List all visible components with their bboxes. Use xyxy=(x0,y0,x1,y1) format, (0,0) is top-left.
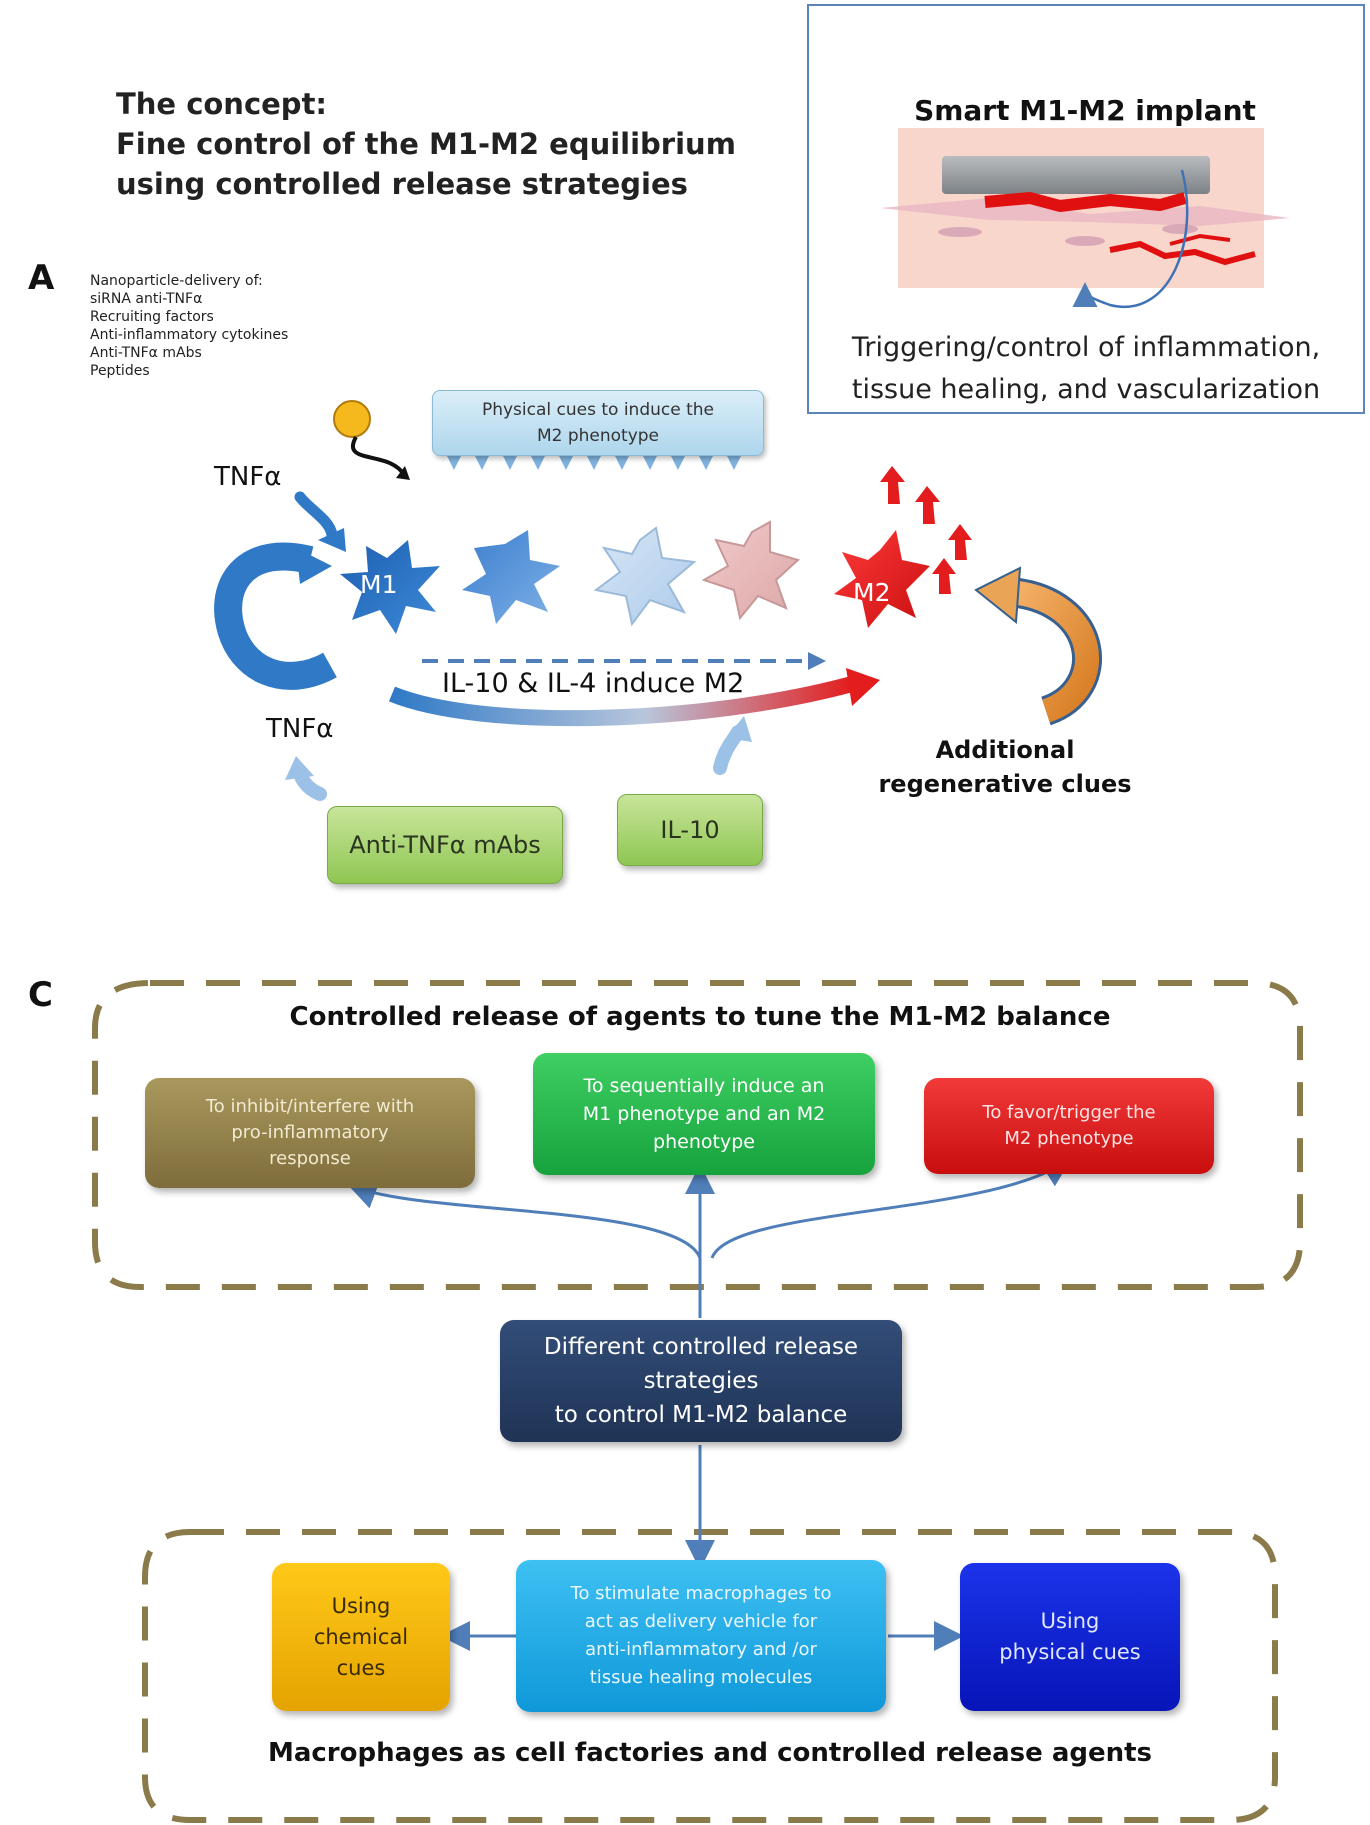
m1-to-m2-gradient-arrow-head xyxy=(846,668,880,706)
inhibit-box: To inhibit/interfere with pro-inflammato… xyxy=(145,1078,475,1188)
regenerative-cues-arrow xyxy=(1008,580,1099,723)
implant-illustration xyxy=(880,128,1290,309)
panel-label-a: A xyxy=(28,258,55,298)
strategies-box: Different controlled release strategies … xyxy=(500,1320,902,1442)
il10-box: IL-10 xyxy=(617,794,763,866)
stimulate-box: To stimulate macrophages to act as deliv… xyxy=(516,1560,886,1712)
favor-line-1: To favor/trigger the xyxy=(982,1102,1156,1123)
regenerative-cues-arrow-head xyxy=(974,566,1022,624)
tissue-cell xyxy=(1065,236,1105,246)
strategies-line-2: strategies xyxy=(643,1368,759,1394)
inhibit-line-2: pro-inflammatory xyxy=(231,1122,389,1143)
m1-label: M1 xyxy=(360,570,398,599)
connector-to-inhibit xyxy=(346,1180,702,1259)
bottom-dashed-group-border xyxy=(142,1529,1278,1823)
bottom-group-title: Macrophages as cell factories and contro… xyxy=(267,1738,1153,1768)
list-item: Anti-inflammatory cytokines xyxy=(90,327,289,343)
list-item: Nanoparticle-delivery of: xyxy=(90,273,263,289)
physical-cues-line-1: Physical cues to induce the xyxy=(481,400,715,420)
inhibit-line-3: response xyxy=(269,1148,351,1169)
chemical-line-1: Using xyxy=(331,1593,391,1618)
list-item: Peptides xyxy=(90,363,150,379)
connector-to-favor xyxy=(710,1157,1073,1259)
stimulate-line-4: tissue healing molecules xyxy=(589,1667,813,1688)
implant-caption-line-1: Triggering/control of inflammation, xyxy=(851,332,1321,363)
tnf-alpha-top-label: TNFα xyxy=(214,462,282,492)
autocrine-loop-arrow xyxy=(214,542,337,690)
il10-arrow-head xyxy=(726,716,752,742)
macrophage-intermediate-1 xyxy=(462,530,560,624)
stimulate-line-3: anti-inflammatory and /or xyxy=(585,1639,817,1660)
nanoparticle-tail xyxy=(351,436,406,477)
list-item: Anti-TNFα mAbs xyxy=(90,345,202,361)
il-induce-label: IL-10 & IL-4 induce M2 xyxy=(442,668,745,699)
implant-caption: Triggering/control of inflammation, tiss… xyxy=(812,327,1360,411)
favor-line-2: M2 phenotype xyxy=(1004,1128,1134,1149)
concept-line-2: Fine control of the M1-M2 equilibrium xyxy=(116,127,736,161)
tissue-cell xyxy=(1162,224,1198,234)
m1-to-m2-dashed-arrow-head xyxy=(808,652,826,670)
m2-secretion-arrows xyxy=(880,466,972,594)
physical-usage-line-2: physical cues xyxy=(999,1640,1141,1664)
m2-macrophage xyxy=(834,530,930,628)
nanoparticle-tail-head xyxy=(396,466,410,480)
physical-cues-line-2: M2 phenotype xyxy=(536,426,660,446)
chemical-cues-box: Using chemical cues xyxy=(272,1563,450,1711)
sequential-line-3: phenotype xyxy=(653,1131,755,1153)
tnf-receptor-arrow-head xyxy=(318,528,346,552)
sequential-line-2: M1 phenotype and an M2 xyxy=(582,1103,826,1125)
sequential-box: To sequentially induce an M1 phenotype a… xyxy=(533,1053,875,1175)
concept-line-3: using controlled release strategies xyxy=(116,167,688,201)
stimulate-line-1: To stimulate macrophages to xyxy=(570,1583,832,1604)
macrophage-intermediate-3 xyxy=(701,520,801,621)
tnf-alpha-bottom-label: TNFα xyxy=(266,714,334,744)
physical-usage-line-1: Using xyxy=(1040,1609,1100,1633)
concept-title: The concept: Fine control of the M1-M2 e… xyxy=(116,84,736,204)
additional-cues-line-1: Additional xyxy=(935,736,1075,764)
additional-cues-label: Additional regenerative clues xyxy=(870,733,1140,801)
physical-cues-usage-box: Using physical cues xyxy=(960,1563,1180,1711)
concept-line-1: The concept: xyxy=(116,87,328,121)
tnf-receptor-arrow xyxy=(294,491,338,541)
physical-cues-spikes xyxy=(446,454,742,470)
top-dashed-group-border xyxy=(92,980,1303,1290)
panel-label-c: C xyxy=(28,975,53,1015)
list-item: Recruiting factors xyxy=(90,309,214,325)
feedback-arrow xyxy=(1072,169,1189,309)
chemical-line-3: cues xyxy=(336,1655,386,1680)
nanoparticle xyxy=(333,400,371,438)
anti-tnf-box: Anti-TNFα mAbs xyxy=(327,806,563,884)
m1-to-m2-gradient-arrow xyxy=(388,676,855,727)
implant-title: Smart M1-M2 implant xyxy=(914,94,1256,127)
chemical-line-2: chemical xyxy=(313,1624,409,1649)
list-item: siRNA anti-TNFα xyxy=(90,291,203,307)
nanoparticle-list: Nanoparticle-delivery of: siRNA anti-TNF… xyxy=(90,272,288,380)
m1-macrophage xyxy=(340,540,440,634)
implant-bar xyxy=(942,156,1210,194)
top-group-title: Controlled release of agents to tune the… xyxy=(289,1002,1111,1032)
m2-label: M2 xyxy=(853,578,891,607)
stimulate-line-2: act as delivery vehicle for xyxy=(584,1611,818,1632)
inhibit-line-1: To inhibit/interfere with xyxy=(205,1096,415,1117)
implant-caption-line-2: tissue healing, and vascularization xyxy=(851,374,1321,405)
autocrine-loop-arrow-head xyxy=(296,548,332,584)
anti-tnf-arrow-head xyxy=(285,756,314,780)
sequential-line-1: To sequentially induce an xyxy=(583,1075,825,1097)
physical-cues-box: Physical cues to induce the M2 phenotype xyxy=(432,390,764,456)
strategies-line-3: to control M1-M2 balance xyxy=(554,1402,848,1428)
tissue-cell xyxy=(938,227,982,237)
macrophage-intermediate-2 xyxy=(593,526,697,627)
blood-vessel xyxy=(984,192,1187,212)
blood-vessel xyxy=(1169,233,1231,246)
additional-cues-line-2: regenerative clues xyxy=(878,770,1132,798)
strategies-line-1: Different controlled release xyxy=(543,1334,859,1360)
favor-box: To favor/trigger the M2 phenotype xyxy=(924,1078,1214,1174)
